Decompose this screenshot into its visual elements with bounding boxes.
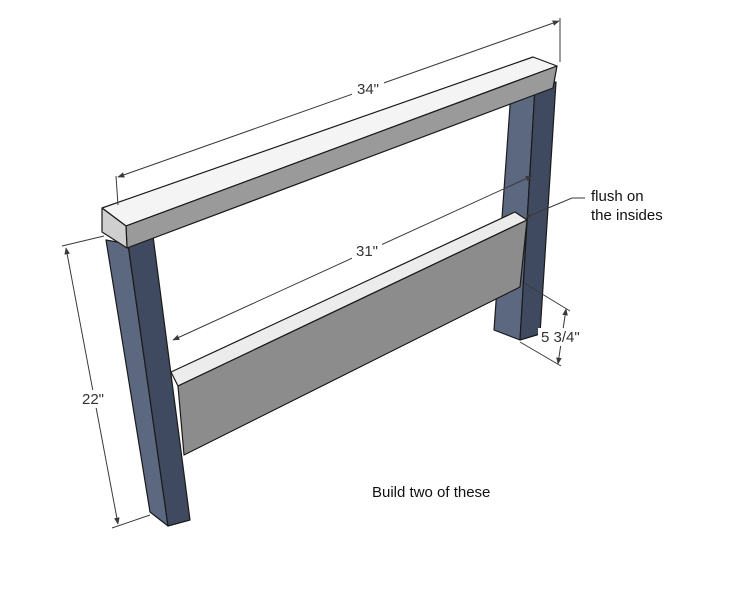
top-rail-end <box>101 207 128 249</box>
flush-note-line2: the insides <box>591 207 663 224</box>
flush-note-line1: flush on <box>591 188 644 205</box>
top-rail-length-label: 34" <box>357 81 379 98</box>
rail-height-label: 5 3/4" <box>541 329 580 346</box>
right-leg <box>493 81 557 341</box>
build-instruction: Build two of these <box>372 484 490 501</box>
bottom-rail-length-label: 31" <box>356 243 378 260</box>
flush-leader: flush on the insides <box>527 188 663 224</box>
top-rail-top <box>101 56 558 227</box>
leg-height-label: 22" <box>82 391 104 408</box>
top-rail-front <box>125 65 558 249</box>
top-rail <box>101 56 558 249</box>
dimension-31: 31" <box>172 175 533 341</box>
dimension-34: 34" <box>115 18 561 206</box>
dimension-22: 22" <box>61 235 151 529</box>
dimension-5-3-4: 5 3/4" <box>519 282 586 367</box>
bottom-rail <box>170 211 528 456</box>
